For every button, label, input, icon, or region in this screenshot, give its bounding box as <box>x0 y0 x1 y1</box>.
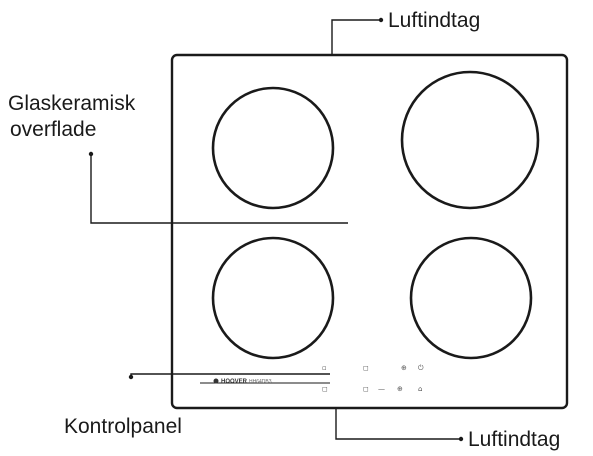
leader-glass-surface <box>90 154 348 224</box>
label-air-intake-top: Luftindtag <box>388 9 480 32</box>
cooking-zone-back-right <box>400 70 540 210</box>
cooking-zone-rear-right <box>409 236 533 360</box>
label-air-intake-bottom: Luftindtag <box>468 428 560 451</box>
plus-icon[interactable]: ⊕ <box>397 385 403 393</box>
power-icon[interactable]: ⏻ <box>418 364 424 372</box>
control-icon-bottom-2[interactable]: ◻ <box>363 385 369 393</box>
leader-air-intake-bottom <box>335 408 460 440</box>
label-control-panel: Kontrolpanel <box>64 415 182 438</box>
leader-dot-air-intake-bottom <box>458 436 464 442</box>
control-icon-bottom-1[interactable]: ◻ <box>322 385 328 393</box>
brand-model: HH64DB3 <box>249 379 272 385</box>
brand-name: HOOVER <box>221 379 248 385</box>
label-glass-surface-line1: Glaskeramisk <box>8 92 136 115</box>
leader-dot-control-panel <box>128 374 134 380</box>
label-glass-surface-line2: overflade <box>10 118 96 141</box>
leader-air-intake-top <box>331 19 380 55</box>
brand-logo-icon <box>213 378 219 384</box>
cooking-zone-rear-left <box>211 236 335 360</box>
leader-dot-air-intake-top <box>378 17 384 23</box>
control-icon-top-2[interactable]: ◻ <box>363 364 369 372</box>
control-icon-top-3[interactable]: ⊕ <box>401 364 407 372</box>
cooking-zone-front-left <box>211 86 335 210</box>
control-icon-top-1[interactable]: ▫ <box>322 364 327 372</box>
minus-icon[interactable]: — <box>378 385 385 393</box>
lock-icon[interactable]: ⌂ <box>418 385 422 393</box>
